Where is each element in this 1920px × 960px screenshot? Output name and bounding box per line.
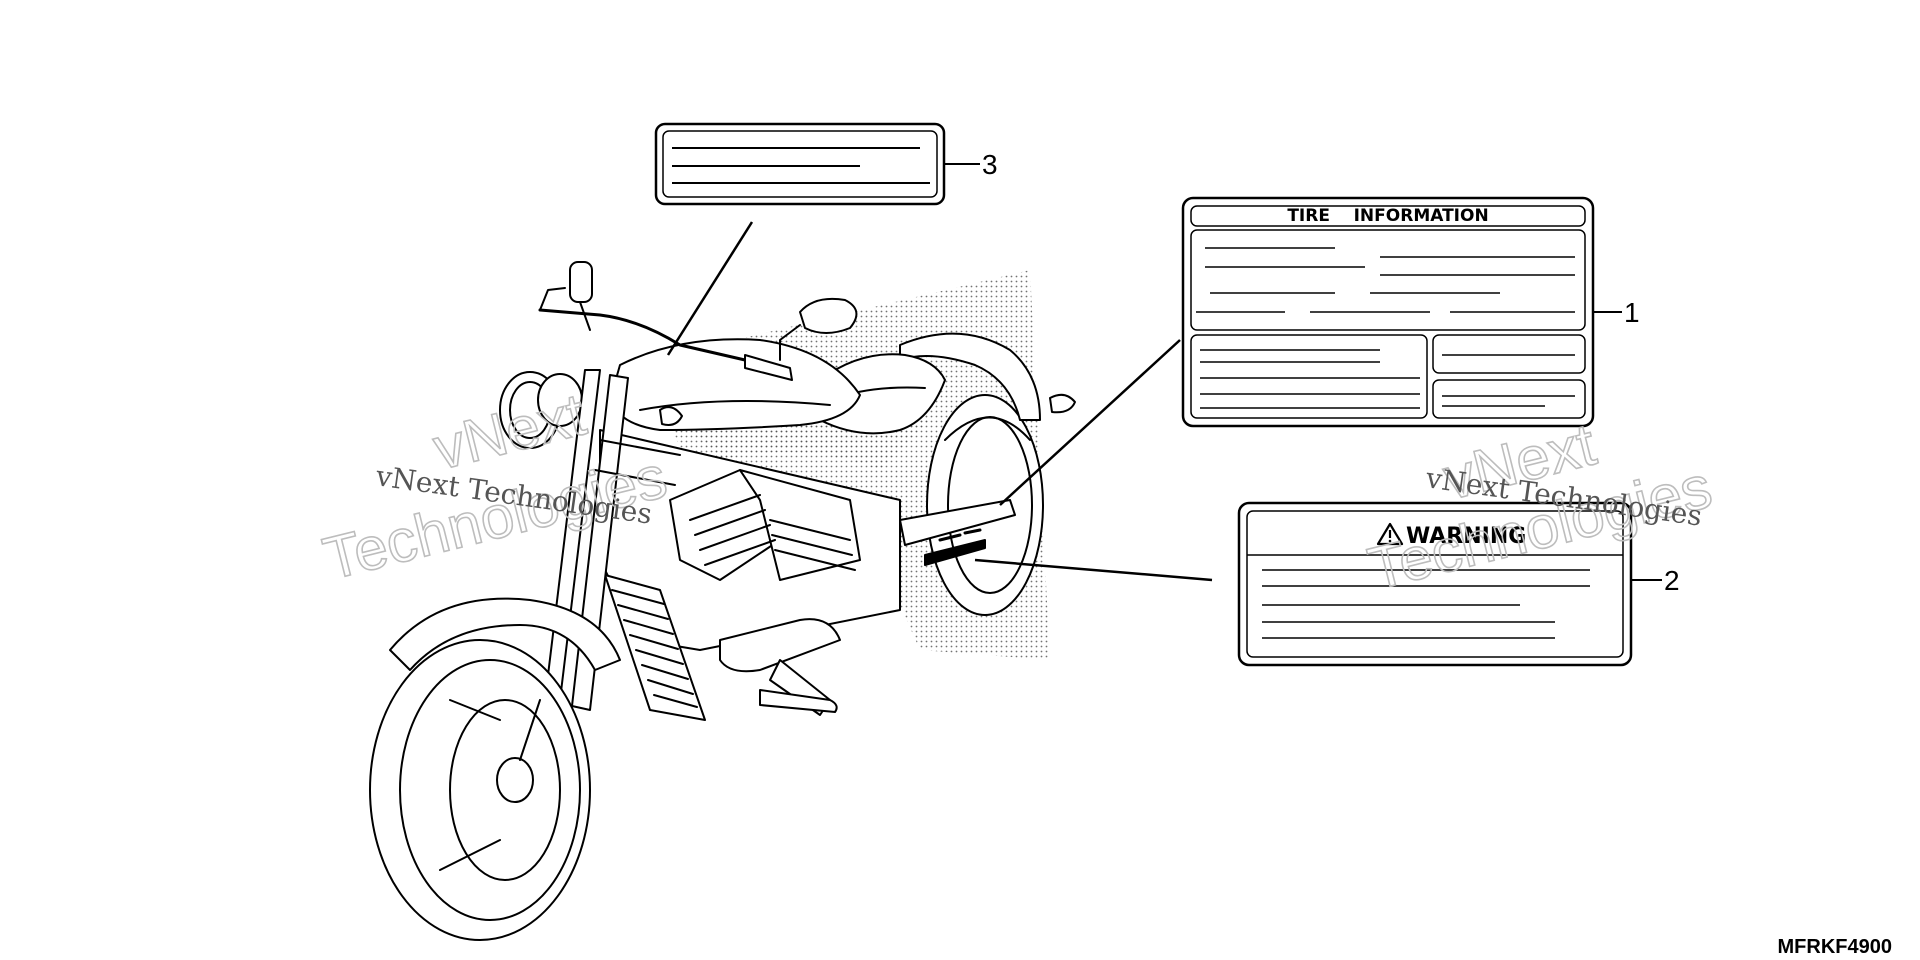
rear-turn-signal xyxy=(1049,393,1076,414)
warning-triangle-icon xyxy=(1376,522,1404,546)
swing-arm xyxy=(899,499,1016,546)
label-3: 3 xyxy=(654,122,998,206)
leader-lines xyxy=(666,221,1213,582)
label-1-tire-information: TIRE INFORMATION 1 xyxy=(1181,196,1640,428)
callout-number-3: 3 xyxy=(982,149,998,180)
leader-line-3 xyxy=(666,221,754,356)
tire-information-title: TIRE INFORMATION xyxy=(1287,206,1488,226)
leader-line-2 xyxy=(974,558,1213,582)
footpeg xyxy=(759,689,838,713)
mirrors xyxy=(569,261,858,361)
diagram-code: MFRKF4900 xyxy=(1778,936,1892,958)
warning-title: WARNING xyxy=(1406,524,1526,549)
seat xyxy=(819,353,946,435)
callout-number-1: 1 xyxy=(1624,297,1640,328)
exhaust-pipe xyxy=(719,618,841,673)
callout-number-2: 2 xyxy=(1664,565,1680,596)
motorcycle-illustration xyxy=(369,261,1076,941)
radiator xyxy=(604,574,706,721)
front-wheel xyxy=(369,639,591,941)
rear-fender xyxy=(899,332,1041,421)
front-fender xyxy=(389,597,621,671)
leader-line-1 xyxy=(999,339,1181,506)
handlebar xyxy=(538,308,792,377)
label-2-warning: WARNING 2 xyxy=(1237,501,1680,667)
front-turn-signal xyxy=(659,406,683,426)
